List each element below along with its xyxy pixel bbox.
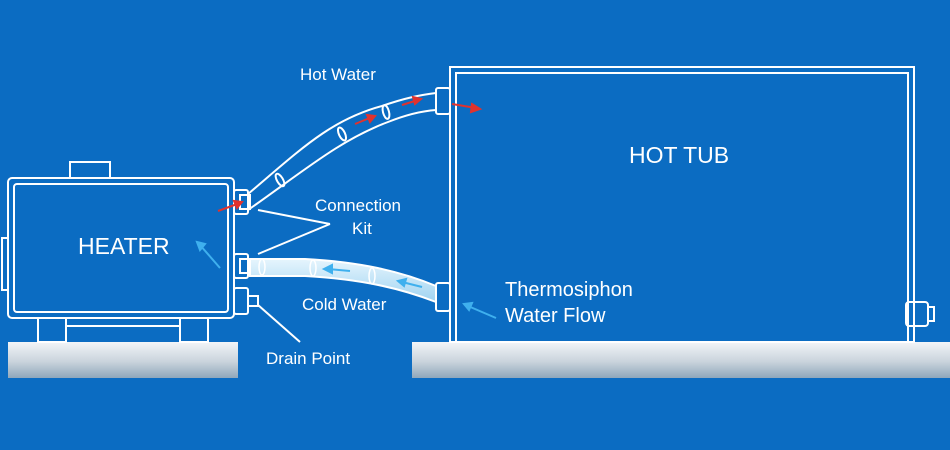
hot-tub xyxy=(449,66,935,343)
tub-fittings xyxy=(435,87,451,312)
connection-kit-label-line2: Kit xyxy=(352,219,372,238)
ground-left xyxy=(8,342,238,378)
hot-water-label: Hot Water xyxy=(300,65,376,84)
ground-right xyxy=(412,342,950,378)
cold-flow-arrows xyxy=(195,240,497,319)
connection-kit-label-line1: Connection xyxy=(315,196,401,215)
connection-kit-pointers xyxy=(257,209,331,255)
cold-water-label: Cold Water xyxy=(302,295,387,314)
thermosiphon-label-line1: Thermosiphon xyxy=(505,279,633,301)
heater-unit xyxy=(1,161,235,343)
drain-point-label: Drain Point xyxy=(266,349,350,368)
hot-tub-label: HOT TUB xyxy=(629,142,729,168)
drain-point-pointer xyxy=(257,304,301,343)
hot-flow-arrows xyxy=(217,95,483,212)
hot-water-pipe xyxy=(247,92,437,211)
heater-label: HEATER xyxy=(78,233,170,259)
cold-water-pipe xyxy=(249,258,437,304)
thermosiphon-label-line2: Water Flow xyxy=(505,305,606,327)
